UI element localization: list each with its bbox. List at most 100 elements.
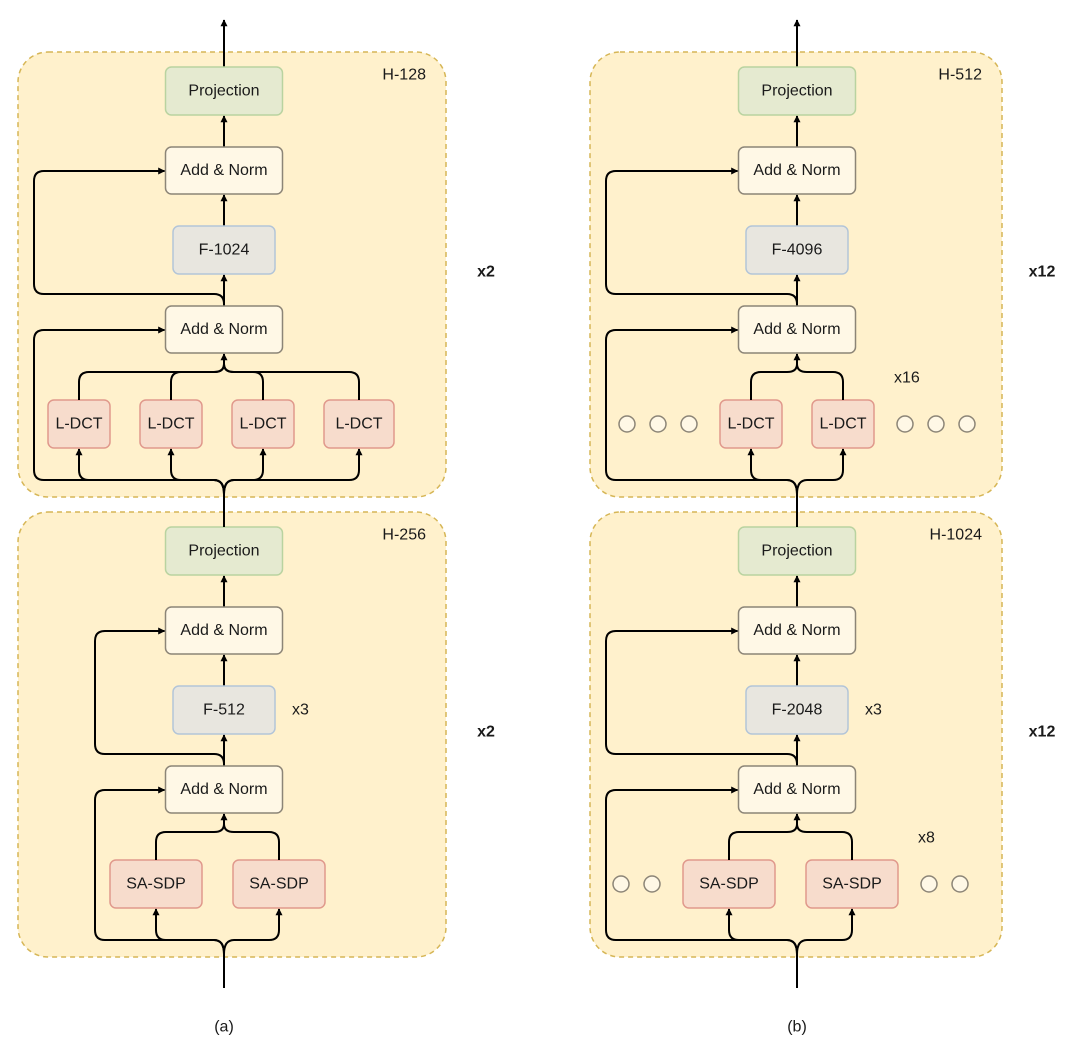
a-lower-ffn-box: F-512 xyxy=(172,685,276,735)
b-lower-heads-repeat-label: x8 xyxy=(918,830,935,847)
a-upper-head-box-2: L-DCT xyxy=(139,399,203,449)
a-upper-add-norm-bottom-box-rect xyxy=(164,305,284,354)
a-lower-head-merge-line-1 xyxy=(155,823,225,860)
a-lower-residual-skip-attention xyxy=(94,786,225,955)
b-lower-ffn-box: F-2048 xyxy=(745,685,849,735)
b-upper-head-box-2: L-DCT xyxy=(811,399,875,449)
a-lower-head-merge-line-2 xyxy=(223,823,280,860)
a-upper-ffn-box: F-1024 xyxy=(172,225,276,275)
a-upper-hidden-size-label: H-128 xyxy=(382,67,426,84)
a-upper-residual-skip-attention xyxy=(33,326,225,495)
b-upper-residual-skip-attention xyxy=(605,326,798,495)
b-upper-projection-box: Projection xyxy=(737,66,857,116)
b-upper-head-box-1: L-DCT xyxy=(719,399,783,449)
a-lower-add-norm-bottom-box-rect xyxy=(164,765,284,814)
a-upper-head-merge-line-4 xyxy=(223,363,360,400)
a-upper-head-box-4-label: L-DCT xyxy=(335,416,382,433)
a-lower-head-box-1-label: SA-SDP xyxy=(126,876,186,893)
b-lower-repeat-label: x12 xyxy=(1029,724,1056,741)
b-lower-add-norm-top-box-label: Add & Norm xyxy=(753,622,840,639)
b-lower-ellipsis-dot-right-2 xyxy=(951,875,969,893)
a-upper-head-box-3-label: L-DCT xyxy=(239,416,286,433)
a-upper-residual-skip-ffn xyxy=(33,167,225,305)
a-lower-head-box-2-label: SA-SDP xyxy=(249,876,309,893)
a-lower-head-box-2: SA-SDP xyxy=(232,859,326,909)
a-upper-head-box-4: L-DCT xyxy=(323,399,395,449)
a-lower-residual-skip-ffn xyxy=(94,627,225,765)
b-lower-ellipsis-dot-left-1 xyxy=(612,875,630,893)
a-upper-head-box-3: L-DCT xyxy=(231,399,295,449)
b-upper-repeat-label: x12 xyxy=(1029,264,1056,281)
b-lower-head-box-2: SA-SDP xyxy=(805,859,899,909)
a-upper-projection-box: Projection xyxy=(164,66,284,116)
b-upper-head-merge-line-1 xyxy=(750,363,798,400)
a-upper-head-box-2-label: L-DCT xyxy=(147,416,194,433)
b-upper-residual-skip-ffn xyxy=(605,167,798,305)
b-lower-add-norm-bottom-box-label: Add & Norm xyxy=(753,781,840,798)
b-upper-ellipsis-dot-left-3 xyxy=(680,415,698,433)
b-upper-head-merge-line-2 xyxy=(796,363,844,400)
a-lower-head-input-arrow-2 xyxy=(223,908,283,955)
b-lower-head-merge-line-1 xyxy=(728,823,798,860)
a-upper-head-input-arrow-4 xyxy=(223,448,363,495)
b-lower-ffn-box-label: F-2048 xyxy=(772,702,823,719)
a-upper-projection-box-rect xyxy=(164,66,284,116)
b-lower-residual-skip-attention xyxy=(605,786,798,955)
a-lower-ffn-box-rect xyxy=(172,685,276,735)
b-caption: (b) xyxy=(787,1019,807,1036)
b-lower-ellipsis-dot-right-1 xyxy=(920,875,938,893)
b-lower-head-box-1-label: SA-SDP xyxy=(699,876,759,893)
b-upper-head-box-2-label: L-DCT xyxy=(819,416,866,433)
a-lower-add-norm-top-box: Add & Norm xyxy=(164,606,284,655)
a-upper-add-norm-top-box-label: Add & Norm xyxy=(180,162,267,179)
a-lower-add-norm-bottom-box-label: Add & Norm xyxy=(180,781,267,798)
b-lower-add-norm-top-box-rect xyxy=(737,606,857,655)
a-upper-head-merge-line-2 xyxy=(170,363,225,400)
b-upper-ffn-box-label: F-4096 xyxy=(772,242,823,259)
b-lower-ffn-box-rect xyxy=(745,685,849,735)
b-upper-add-norm-top-box: Add & Norm xyxy=(737,146,857,195)
a-upper-projection-box-label: Projection xyxy=(188,83,259,100)
b-upper-ffn-box: F-4096 xyxy=(745,225,849,275)
b-upper-hidden-size-label: H-512 xyxy=(938,67,982,84)
b-upper-ellipsis-dot-left-1 xyxy=(618,415,636,433)
b-upper-add-norm-top-box-label: Add & Norm xyxy=(753,162,840,179)
b-lower-hidden-size-label: H-1024 xyxy=(930,527,983,544)
a-lower-ffn-repeat-label: x3 xyxy=(292,702,309,719)
a-caption: (a) xyxy=(214,1019,234,1036)
b-upper-ellipsis-dot-right-2 xyxy=(927,415,945,433)
a-upper-ffn-box-label: F-1024 xyxy=(199,242,250,259)
b-lower-projection-box-label: Projection xyxy=(761,543,832,560)
a-upper-repeat-label: x2 xyxy=(477,264,495,281)
b-upper-head-box-1-label: L-DCT xyxy=(727,416,774,433)
a-lower-projection-box: Projection xyxy=(164,526,284,576)
b-upper-ellipsis-dot-right-3 xyxy=(958,415,976,433)
b-lower-add-norm-bottom-box-rect xyxy=(737,765,857,814)
a-lower-ffn-box-label: F-512 xyxy=(203,702,245,719)
b-upper-add-norm-top-box-rect xyxy=(737,146,857,195)
b-lower-add-norm-bottom-box: Add & Norm xyxy=(737,765,857,814)
b-lower-projection-box: Projection xyxy=(737,526,857,576)
a-upper-add-norm-bottom-box-label: Add & Norm xyxy=(180,321,267,338)
a-upper-add-norm-top-box-rect xyxy=(164,146,284,195)
a-lower-hidden-size-label: H-256 xyxy=(382,527,426,544)
b-upper-add-norm-bottom-box: Add & Norm xyxy=(737,305,857,354)
a-lower-repeat-label: x2 xyxy=(477,724,495,741)
b-lower-residual-skip-ffn xyxy=(605,627,798,765)
a-upper-add-norm-bottom-box: Add & Norm xyxy=(164,305,284,354)
b-lower-ffn-repeat-label: x3 xyxy=(865,702,882,719)
b-upper-ellipsis-dot-left-2 xyxy=(649,415,667,433)
b-upper-ellipsis-dot-right-1 xyxy=(896,415,914,433)
b-lower-add-norm-top-box: Add & Norm xyxy=(737,606,857,655)
b-upper-add-norm-bottom-box-rect xyxy=(737,305,857,354)
b-lower-head-box-1: SA-SDP xyxy=(682,859,776,909)
a-lower-add-norm-bottom-box: Add & Norm xyxy=(164,765,284,814)
a-upper-head-box-1: L-DCT xyxy=(47,399,111,449)
b-lower-head-merge-line-2 xyxy=(796,823,853,860)
b-upper-ffn-box-rect xyxy=(745,225,849,275)
b-upper-heads-repeat-label: x16 xyxy=(894,370,920,387)
b-lower-head-input-arrow-2 xyxy=(796,908,856,955)
a-lower-add-norm-top-box-rect xyxy=(164,606,284,655)
a-upper-ffn-box-rect xyxy=(172,225,276,275)
